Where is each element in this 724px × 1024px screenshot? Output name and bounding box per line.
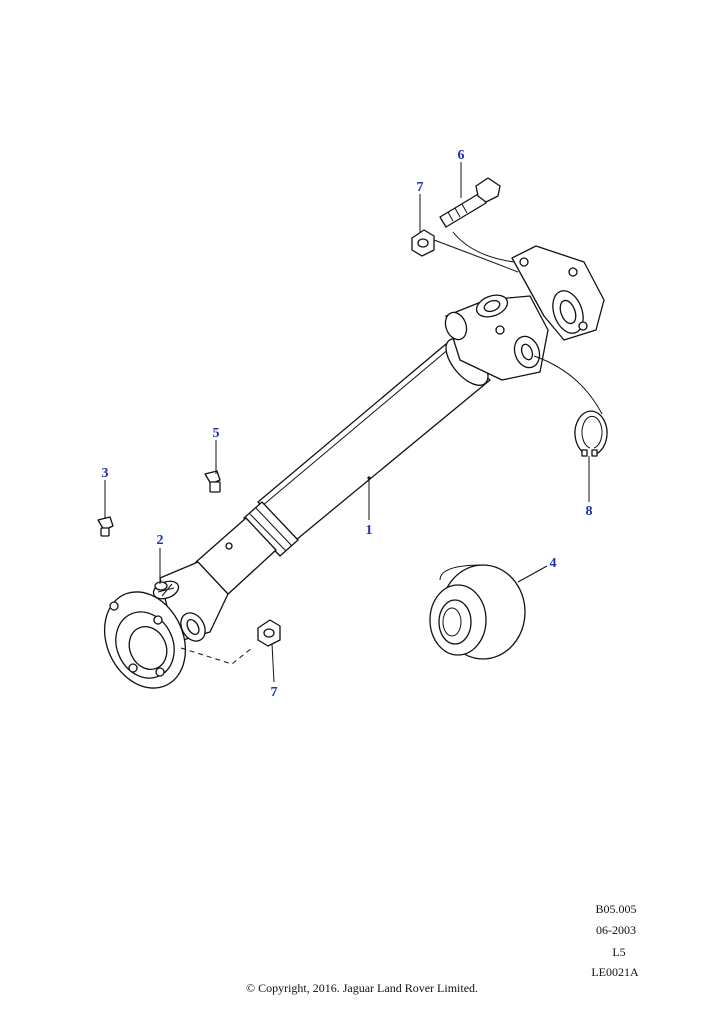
lower-flange xyxy=(103,591,187,689)
callout-7-top: 7 xyxy=(417,180,424,195)
callout-8: 8 xyxy=(586,504,593,519)
callout-3: 3 xyxy=(102,466,109,481)
reference-date: 06-2003 xyxy=(596,923,636,937)
flange-bolt xyxy=(439,177,501,228)
callout-2: 2 xyxy=(157,533,164,548)
upper-flange xyxy=(511,245,605,341)
circlip xyxy=(574,410,608,457)
callout-4: 4 xyxy=(550,556,557,571)
leader-lines xyxy=(104,162,603,683)
flange-nut-top xyxy=(411,229,435,257)
grease-nipple xyxy=(97,516,114,537)
grease-nipple-lower-joint xyxy=(154,581,168,591)
illustration-id: LE0021A xyxy=(591,965,639,979)
callout-5: 5 xyxy=(213,426,220,441)
propeller-shaft xyxy=(195,338,491,597)
grease-nipple-angled xyxy=(204,470,221,493)
callout-1: 1 xyxy=(366,523,373,538)
upper-universal-joint xyxy=(444,294,549,381)
centre-bearing xyxy=(429,564,526,660)
callout-6: 6 xyxy=(458,148,465,163)
copyright-notice: © Copyright, 2016. Jaguar Land Rover Lim… xyxy=(245,981,479,995)
flange-nut-bottom xyxy=(257,619,281,647)
reference-code: B05.005 xyxy=(595,902,637,916)
reference-level: L5 xyxy=(612,945,626,959)
callout-7-bottom: 7 xyxy=(271,685,278,700)
